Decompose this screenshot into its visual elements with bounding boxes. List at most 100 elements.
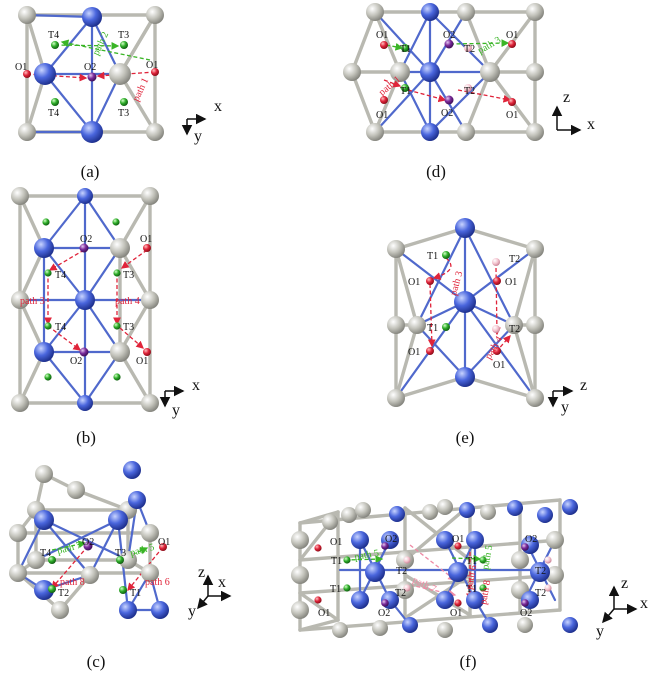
t-site (479, 584, 487, 592)
grey-atom (141, 187, 159, 205)
blue-atom (562, 617, 578, 633)
grey-atom (332, 622, 348, 638)
o1-site (493, 277, 501, 285)
blue-atom (34, 342, 54, 362)
t-site (442, 251, 450, 259)
grey-atom (119, 551, 137, 569)
grey-atom (546, 566, 564, 584)
grey-atom (437, 622, 453, 638)
blue-atom (351, 531, 369, 549)
t2-site (492, 325, 500, 333)
path-label: path 3 (476, 35, 503, 57)
blue-atom (466, 531, 484, 549)
panel-a: T4 T3 O1 O2 O1 T4 T3 path 2 path 1 x y (… (15, 6, 222, 181)
o1-site (508, 40, 516, 48)
panel-f-paths (344, 544, 482, 602)
o2-site (521, 599, 529, 607)
label-t4: T4 (40, 548, 51, 559)
t-site (42, 218, 50, 226)
t-site (113, 322, 121, 330)
axis-label-y: y (188, 603, 196, 620)
o2-site (87, 72, 97, 82)
t-site (120, 98, 128, 106)
label-o1: O1 (158, 537, 170, 548)
axis-label-y: y (596, 623, 604, 640)
t-site (44, 322, 52, 330)
t2-site (403, 584, 411, 592)
label-o1: O1 (506, 30, 518, 41)
grey-atom (322, 514, 338, 530)
label-t4: T4 (48, 108, 59, 119)
blue-atom (82, 7, 102, 27)
label-t2: T2 (509, 254, 520, 265)
label-o1: O1 (452, 534, 464, 545)
o2-site (444, 95, 454, 105)
t-site (119, 586, 127, 594)
blue-atom (436, 531, 454, 549)
grey-atom (526, 123, 544, 141)
label-o2: O2 (84, 62, 96, 73)
grey-atom (109, 63, 131, 85)
path-label: path 2 (91, 30, 111, 57)
label-t4: T4 (48, 30, 59, 41)
blue-atom (455, 218, 475, 238)
t-site (120, 41, 128, 49)
grey-atom (457, 3, 475, 21)
panel-d: O1 T1 O2 T2 O1 T1 T2 O1 O2 O1 path 3 pat… (343, 3, 595, 181)
o2-site (83, 541, 93, 551)
o1-site (508, 98, 516, 106)
label-t1: T1 (466, 584, 477, 595)
label-t2: T2 (395, 588, 406, 599)
blue-atom (34, 510, 54, 530)
blue-atom (421, 123, 439, 141)
grey-atom (366, 3, 384, 21)
grey-atom (291, 566, 309, 584)
panel-caption: (b) (76, 428, 96, 447)
panel-caption: (e) (456, 428, 475, 447)
grey-atom (11, 187, 29, 205)
axis-label-z: z (198, 564, 205, 581)
t2-site (464, 84, 472, 92)
t-site (401, 44, 409, 52)
grey-atom (11, 394, 29, 412)
blue-atom (466, 591, 484, 609)
blue-atom (34, 238, 54, 258)
t2-site (403, 556, 411, 564)
label-o1: O1 (146, 60, 158, 71)
blue-atom (482, 617, 498, 633)
label-o1: O1 (15, 62, 27, 73)
blue-atom (507, 500, 523, 516)
label-o2: O2 (525, 534, 537, 545)
grey-atom (517, 617, 533, 633)
axis-label-y: y (172, 402, 180, 419)
grey-atom (511, 551, 529, 569)
axis-label-x: x (192, 377, 200, 394)
grey-atom (480, 62, 500, 82)
t-site (343, 584, 351, 592)
grey-atom (9, 564, 27, 582)
blue-atom (420, 62, 440, 82)
grey-atom (526, 389, 544, 407)
path-label: path 8 (478, 579, 493, 605)
grey-atom (291, 531, 309, 549)
o2-site (381, 542, 389, 550)
path-label: path 5 (480, 544, 495, 570)
o1-site (23, 70, 31, 78)
label-t2: T2 (464, 86, 475, 97)
blue-atom (34, 580, 54, 600)
o1-site (143, 244, 151, 252)
label-t1: T1 (400, 44, 411, 55)
blue-atom (365, 562, 385, 582)
grey-atom (141, 564, 159, 582)
blue-atom (454, 291, 476, 313)
t-site (48, 585, 56, 593)
path-label: path 4 (115, 296, 140, 307)
o1-site (143, 348, 151, 356)
label-o1: O1 (505, 277, 517, 288)
path-label: path 1 (131, 76, 151, 103)
path-label: path 6 (464, 564, 479, 590)
o1-site (426, 277, 434, 285)
blue-atom (123, 461, 141, 479)
grey-atom (387, 316, 405, 334)
blue-atom (402, 617, 418, 633)
